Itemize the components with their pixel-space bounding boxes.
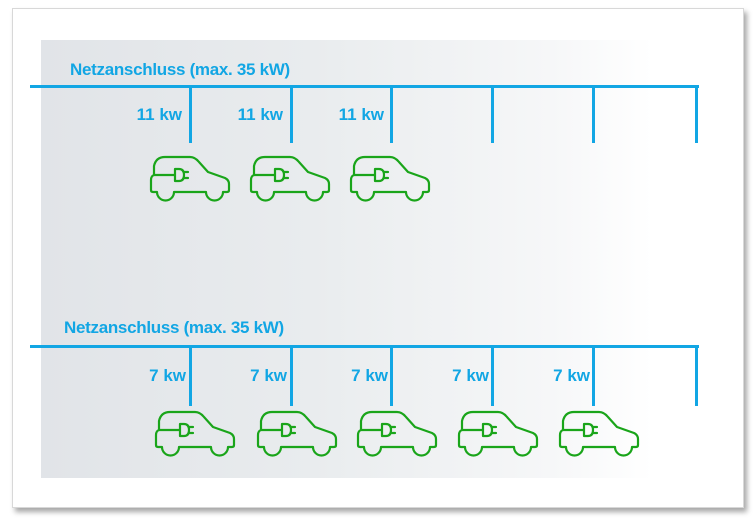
charge-point-line — [695, 85, 698, 143]
charge-point-line — [491, 345, 494, 406]
charge-point-line — [290, 85, 293, 143]
charge-point-line — [189, 345, 192, 406]
electric-car-icon — [148, 154, 232, 202]
electric-car-icon — [355, 409, 439, 457]
power-label: 7 kw — [250, 366, 287, 385]
grid-connection-line — [30, 85, 699, 88]
charge-point-line — [390, 85, 393, 143]
power-label: 7 kw — [351, 366, 388, 385]
charge-point-line — [491, 85, 494, 143]
group-title: Netzanschluss (max. 35 kW) — [64, 318, 284, 337]
background-panel — [41, 40, 721, 478]
grid-connection-line — [30, 345, 699, 348]
electric-car-icon — [456, 409, 540, 457]
charge-point-line — [695, 345, 698, 406]
electric-car-icon — [153, 409, 237, 457]
electric-car-icon — [348, 154, 432, 202]
charge-point-line — [390, 345, 393, 406]
electric-car-icon — [255, 409, 339, 457]
charge-point-line — [189, 85, 192, 143]
charge-point-line — [592, 85, 595, 143]
charge-point-line — [592, 345, 595, 406]
power-label: 7 kw — [149, 366, 186, 385]
electric-car-icon — [557, 409, 641, 457]
group-title: Netzanschluss (max. 35 kW) — [70, 60, 290, 79]
power-label: 11 kw — [136, 105, 182, 124]
power-label: 11 kw — [338, 105, 384, 124]
electric-car-icon — [248, 154, 332, 202]
power-label: 7 kw — [553, 366, 590, 385]
power-label: 11 kw — [237, 105, 283, 124]
charge-point-line — [290, 345, 293, 406]
power-label: 7 kw — [452, 366, 489, 385]
